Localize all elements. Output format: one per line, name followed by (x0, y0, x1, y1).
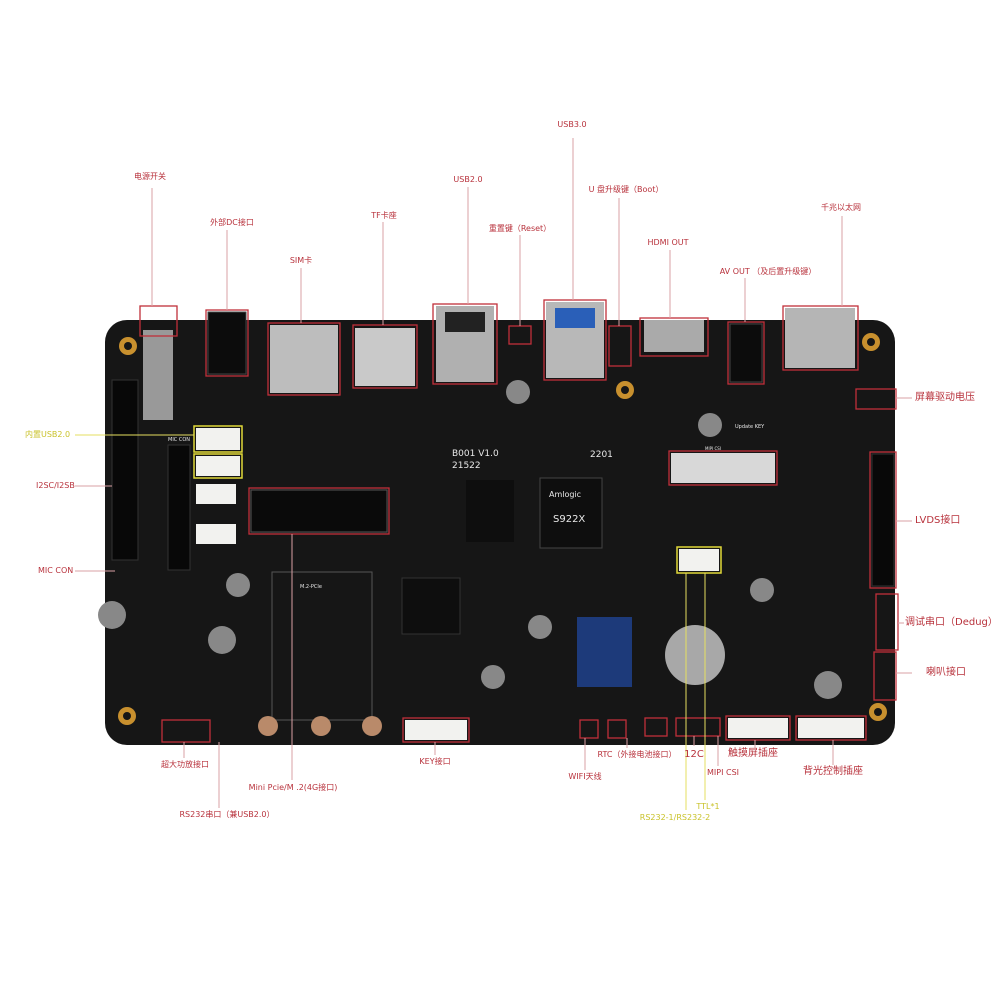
label-mic-con: MIC CON (38, 566, 74, 575)
m2-silk: M.2-PCIe (300, 584, 322, 590)
label-av-out: AV OUT （及后置升级键） (719, 267, 817, 276)
label-touch: 触摸屏插座 (728, 748, 778, 759)
label-dc-jack: 外部DC接口 (210, 218, 254, 227)
label-rtc: RTC（外接电池接口） (597, 750, 677, 759)
white-connectors (196, 428, 864, 740)
dc-jack (207, 311, 247, 375)
sim-slot (270, 325, 338, 393)
i2s-header (111, 379, 139, 561)
label-usb3: USB3.0 (557, 120, 587, 129)
mic-con-silk: MIC CON (168, 437, 190, 443)
mipi-csi-connector (671, 453, 775, 483)
label-rs232: RS232串口（兼USB2.0） (179, 810, 275, 819)
update-key-silk: Update KEY (735, 424, 765, 430)
m2-standoffs (258, 716, 382, 736)
label-internal-usb: 内置USB2.0 (25, 430, 71, 439)
hdmi-port (644, 320, 704, 352)
label-amp: 超大功放接口 (161, 760, 209, 769)
label-backlight: 背光控制插座 (803, 766, 863, 777)
board-model: B001 V1.0 (452, 449, 499, 459)
label-key: KEY接口 (419, 757, 451, 766)
ethernet-port (785, 308, 855, 368)
yellow-leader-lines (75, 434, 706, 810)
mic-con-header (167, 444, 191, 571)
label-power-switch: 电源开关 (134, 172, 166, 181)
label-rs232-12: RS232-1/RS232-2 (639, 813, 711, 822)
label-i2s: I2SC/I2SB (36, 481, 75, 490)
label-sim: SIM卡 (289, 256, 313, 265)
label-minipcie: Mini Pcie/M .2(4G接口) (248, 783, 338, 792)
capacitors (98, 380, 842, 699)
leader-lines (75, 138, 912, 808)
label-tf: TF卡座 (371, 211, 397, 220)
label-reset: 重置键（Reset） (488, 224, 552, 233)
soc-model: S922X (553, 514, 585, 525)
label-speaker: 喇叭接口 (926, 667, 966, 678)
wifi-module (577, 617, 632, 687)
highlight-boxes (139, 299, 899, 743)
soc-brand: Amlogic (549, 490, 581, 499)
tf-slot (355, 328, 415, 386)
label-usb2: USB2.0 (453, 175, 483, 184)
label-boot: U 盘升级键（Boot） (588, 185, 664, 194)
mipi-silk: MIPI CSI (705, 446, 721, 451)
label-ethernet: 千兆以太网 (821, 203, 861, 212)
av-jack (729, 323, 763, 383)
label-screen-voltage: 屏幕驱动电压 (915, 392, 975, 403)
m2-slot (250, 489, 388, 533)
label-debug: 调试串口（Dedug） (905, 617, 998, 628)
label-hdmi: HDMI OUT (647, 238, 689, 247)
power-switch (143, 330, 173, 420)
emmc-chip (401, 577, 461, 635)
board-date: 21522 (452, 461, 481, 471)
board-code: 2201 (590, 450, 613, 460)
label-lvds: LVDS接口 (915, 515, 961, 526)
soc-chip (539, 477, 603, 549)
label-ttl: TTL*1 (696, 802, 720, 811)
memory-chip (466, 480, 514, 542)
label-mipi-csi: MIPI CSI (706, 768, 740, 777)
lvds-header (871, 453, 895, 587)
yellow-highlight-boxes (193, 425, 722, 574)
rtc-battery (665, 625, 725, 685)
label-wifi: WIFI天线 (568, 772, 602, 781)
label-i2c: 12C (684, 749, 704, 760)
